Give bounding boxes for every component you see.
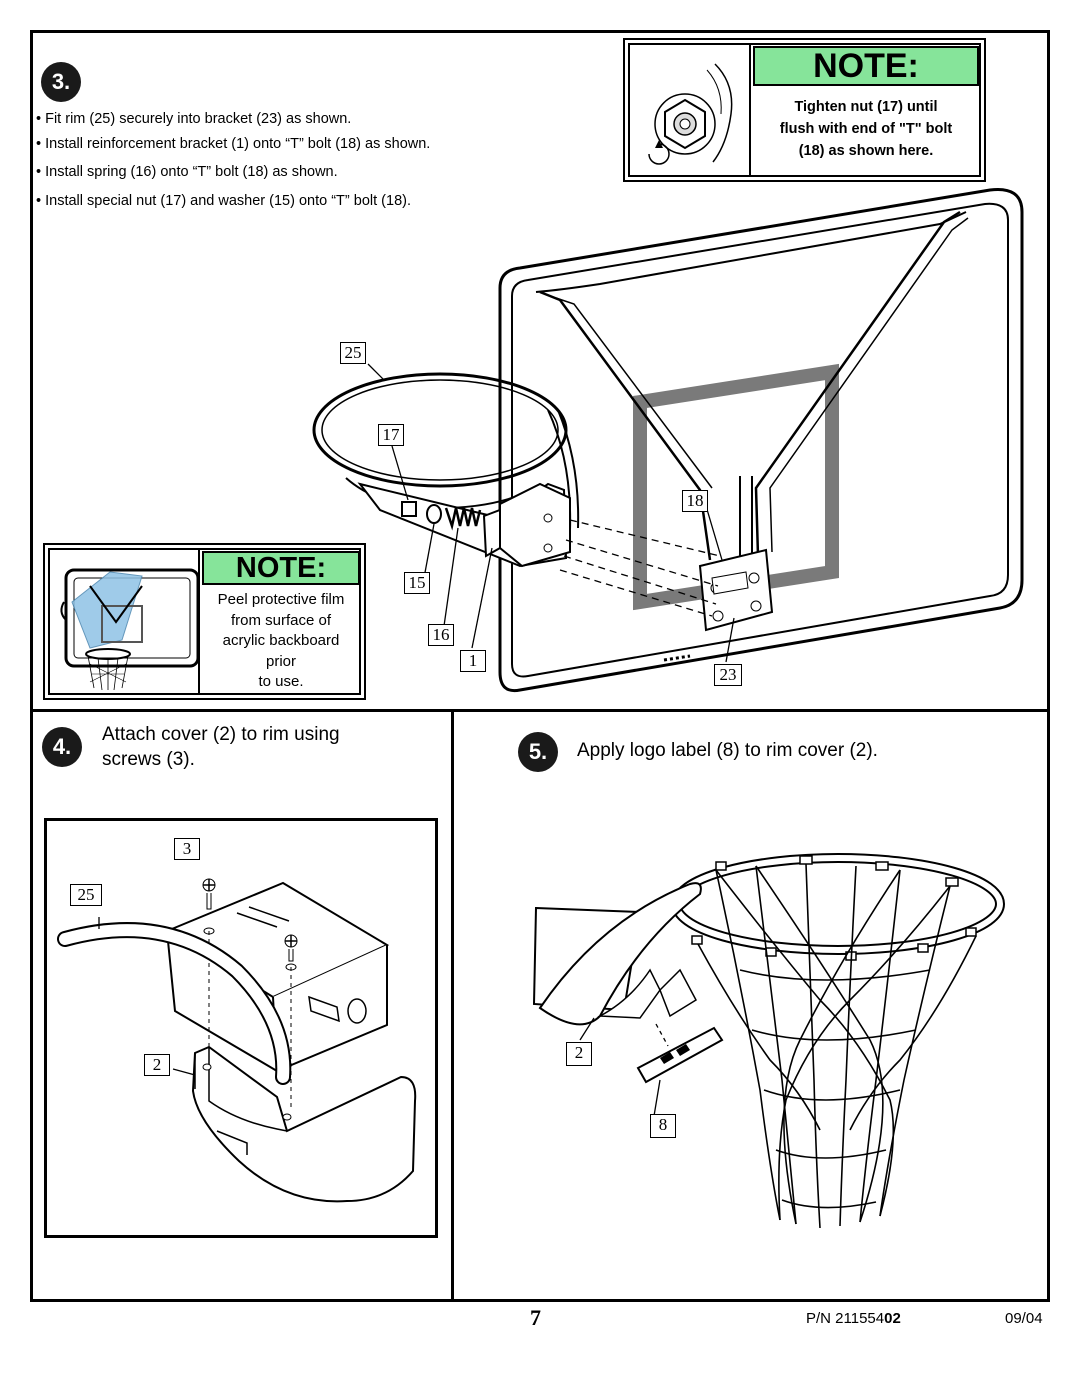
part-number: P/N 21155402 [806, 1310, 901, 1327]
step-5-badge: 5. [518, 732, 558, 772]
callout-16: 16 [428, 624, 454, 646]
note-text: Tighten nut (17) until flush with end of… [779, 99, 953, 159]
callout-2: 2 [566, 1042, 592, 1066]
step-4-instruction: Attach cover (2) to rim using screws (3)… [102, 724, 340, 770]
callout-17: 17 [378, 424, 404, 446]
step-4-badge: 4. [42, 727, 82, 767]
instruction-bullet: • Install reinforcement bracket (1) onto… [36, 136, 431, 152]
callout-25: 25 [70, 884, 102, 906]
callout-2: 2 [144, 1054, 170, 1076]
rim-net-logo-illustration [532, 853, 1005, 1229]
revision-date: 09/04 [1005, 1310, 1043, 1327]
vertical-divider [451, 709, 454, 1302]
callout-18: 18 [682, 490, 708, 512]
step-4-illustration-frame [44, 818, 438, 1238]
callout-3: 3 [174, 838, 200, 860]
note-peel-film: NOTE: Peel protective film from surface … [43, 543, 366, 700]
rim-cover-screws-illustration [57, 878, 417, 1203]
instruction-bullet: • Install special nut (17) and washer (1… [36, 193, 411, 209]
page-number: 7 [530, 1305, 541, 1330]
callout-23: 23 [714, 664, 742, 686]
callout-1: 1 [460, 650, 486, 672]
callout-15: 15 [404, 572, 430, 594]
backboard-film-illustration [60, 568, 200, 691]
step-3-badge: 3. [41, 62, 81, 102]
callout-25: 25 [340, 342, 366, 364]
callout-8: 8 [650, 1114, 676, 1138]
nut-bolt-illustration [648, 63, 733, 165]
instruction-bullet: • Install spring (16) onto “T” bolt (18)… [36, 164, 338, 180]
backboard-rim-assembly-illustration [312, 187, 1024, 693]
step-5-instruction: Apply logo label (8) to rim cover (2). [577, 740, 878, 761]
instruction-bullet: • Fit rim (25) securely into bracket (23… [36, 111, 352, 127]
note-label: NOTE: [753, 46, 979, 86]
horizontal-divider [30, 709, 1050, 712]
page-frame [30, 30, 1050, 1302]
note-label: NOTE: [202, 551, 360, 585]
note-tighten-nut: NOTE: Tighten nut (17) until flush with … [623, 38, 986, 182]
note-text: Peel protective film from surface of acr… [217, 591, 345, 690]
